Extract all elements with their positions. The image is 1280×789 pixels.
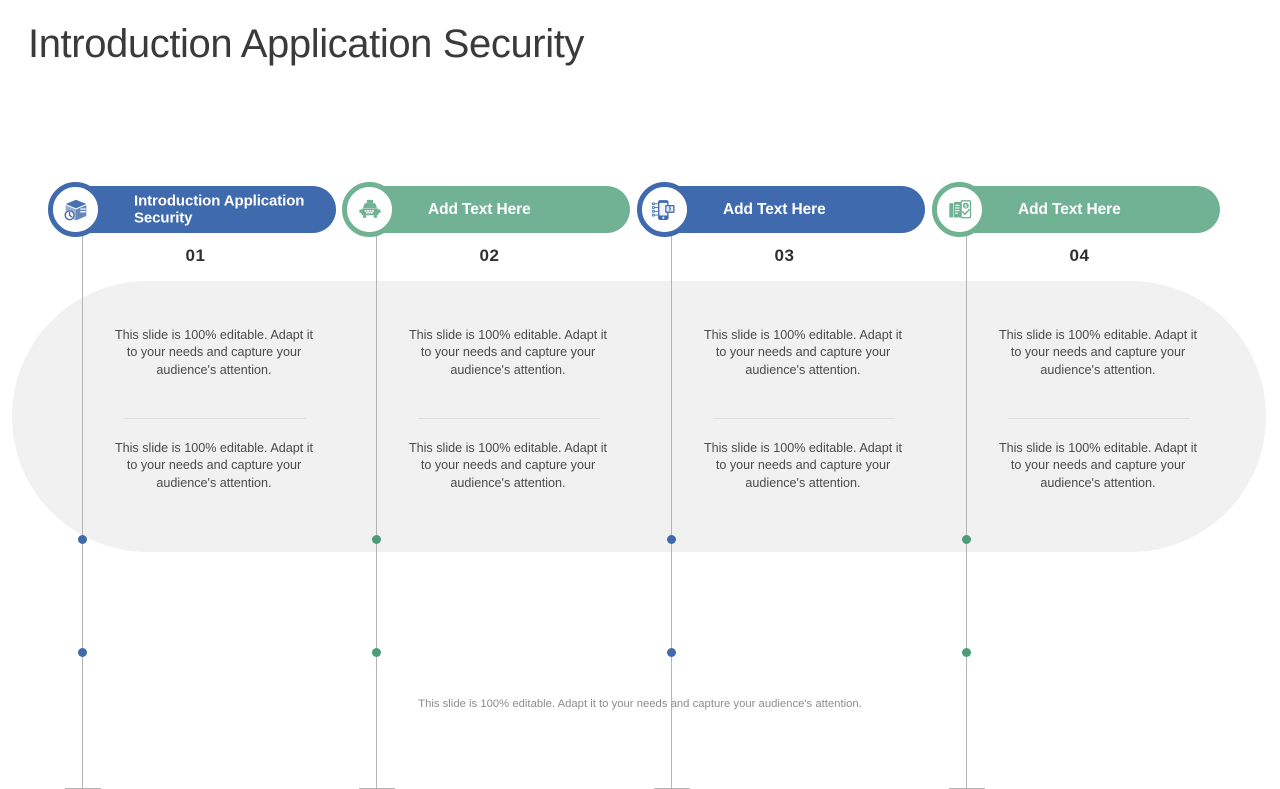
bullet-dot <box>372 648 381 657</box>
paragraph-divider <box>713 418 895 419</box>
connector-line <box>82 230 83 789</box>
bullet-dot <box>78 648 87 657</box>
step-paragraph: This slide is 100% editable. Adapt it to… <box>114 441 314 490</box>
bullet-dot <box>962 535 971 544</box>
svg-text:$: $ <box>668 206 671 212</box>
step-pill-01[interactable]: Introduction Application Security <box>66 186 336 233</box>
step-label-03: Add Text Here <box>723 200 826 218</box>
step-paragraph: This slide is 100% editable. Adapt it to… <box>998 441 1198 490</box>
step-pill-02[interactable]: Add Text Here <box>360 186 630 233</box>
step-pill-04[interactable]: Add Text Here <box>950 186 1220 233</box>
bullet-dot <box>372 535 381 544</box>
step-label-01: Introduction Application Security <box>134 192 305 227</box>
bullet-dot <box>962 648 971 657</box>
step-label-02: Add Text Here <box>428 200 531 218</box>
paragraph-divider <box>1008 418 1190 419</box>
step-paragraph: This slide is 100% editable. Adapt it to… <box>703 328 903 377</box>
step-paragraph: This slide is 100% editable. Adapt it to… <box>408 328 608 377</box>
step-paragraph: This slide is 100% editable. Adapt it to… <box>998 328 1198 377</box>
step-pill-03[interactable]: Add Text Here <box>655 186 925 233</box>
connector-line <box>376 230 377 789</box>
svg-text:$: $ <box>964 203 967 208</box>
connector-line <box>966 230 967 789</box>
step-paragraph: This slide is 100% editable. Adapt it to… <box>703 441 903 490</box>
content-backdrop <box>12 281 1266 552</box>
bullet-dot <box>78 535 87 544</box>
connector-line <box>671 230 672 789</box>
step-paragraph: This slide is 100% editable. Adapt it to… <box>114 328 314 377</box>
package-clock-icon <box>48 182 103 237</box>
step-number-01: 01 <box>185 246 206 265</box>
slide-footer-note: This slide is 100% editable. Adapt it to… <box>418 698 862 710</box>
step-number-04: 04 <box>1069 246 1090 265</box>
document-check-icon: $ <box>932 182 987 237</box>
paragraph-divider <box>124 418 306 419</box>
taxi-icon <box>342 182 397 237</box>
bullet-dot <box>667 648 676 657</box>
bullet-dot <box>667 535 676 544</box>
step-number-02: 02 <box>479 246 500 265</box>
page-title: Introduction Application Security <box>28 22 585 66</box>
paragraph-divider <box>418 418 600 419</box>
mobile-payment-icon: $ <box>637 182 692 237</box>
step-number-03: 03 <box>774 246 795 265</box>
step-label-04: Add Text Here <box>1018 200 1121 218</box>
step-paragraph: This slide is 100% editable. Adapt it to… <box>408 441 608 490</box>
